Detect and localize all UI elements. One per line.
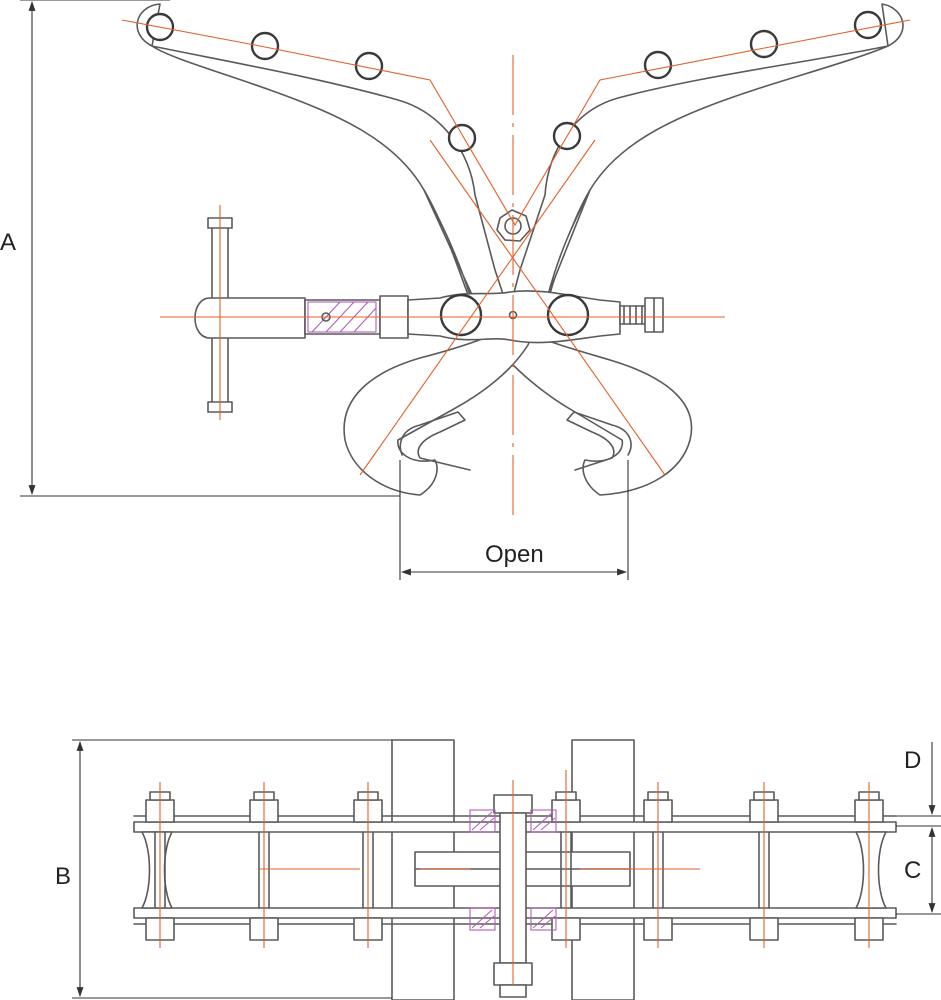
left-arm: [136, 3, 506, 301]
arm-holes: [145, 10, 883, 153]
dimension-b: B: [55, 739, 392, 999]
right-arm: [511, 3, 904, 301]
dimension-c-d: D C: [896, 742, 941, 915]
side-centerlines: [159, 770, 870, 985]
dimension-open-label: Open: [485, 541, 544, 568]
dimension-a-label: A: [0, 229, 16, 256]
side-view: [133, 739, 897, 1000]
dimension-b-label: B: [55, 863, 71, 890]
right-end-spool: [855, 831, 887, 909]
dimension-c-label: C: [904, 857, 921, 884]
dimension-open: Open: [399, 460, 629, 580]
dimension-d-label: D: [904, 747, 921, 774]
dimension-a: A: [0, 0, 400, 497]
left-end-spool: [141, 831, 173, 909]
right-jaw-hook: [566, 411, 632, 471]
front-view: [121, 3, 911, 520]
front-centerlines: [121, 19, 911, 520]
left-jaw-hook: [399, 411, 471, 471]
